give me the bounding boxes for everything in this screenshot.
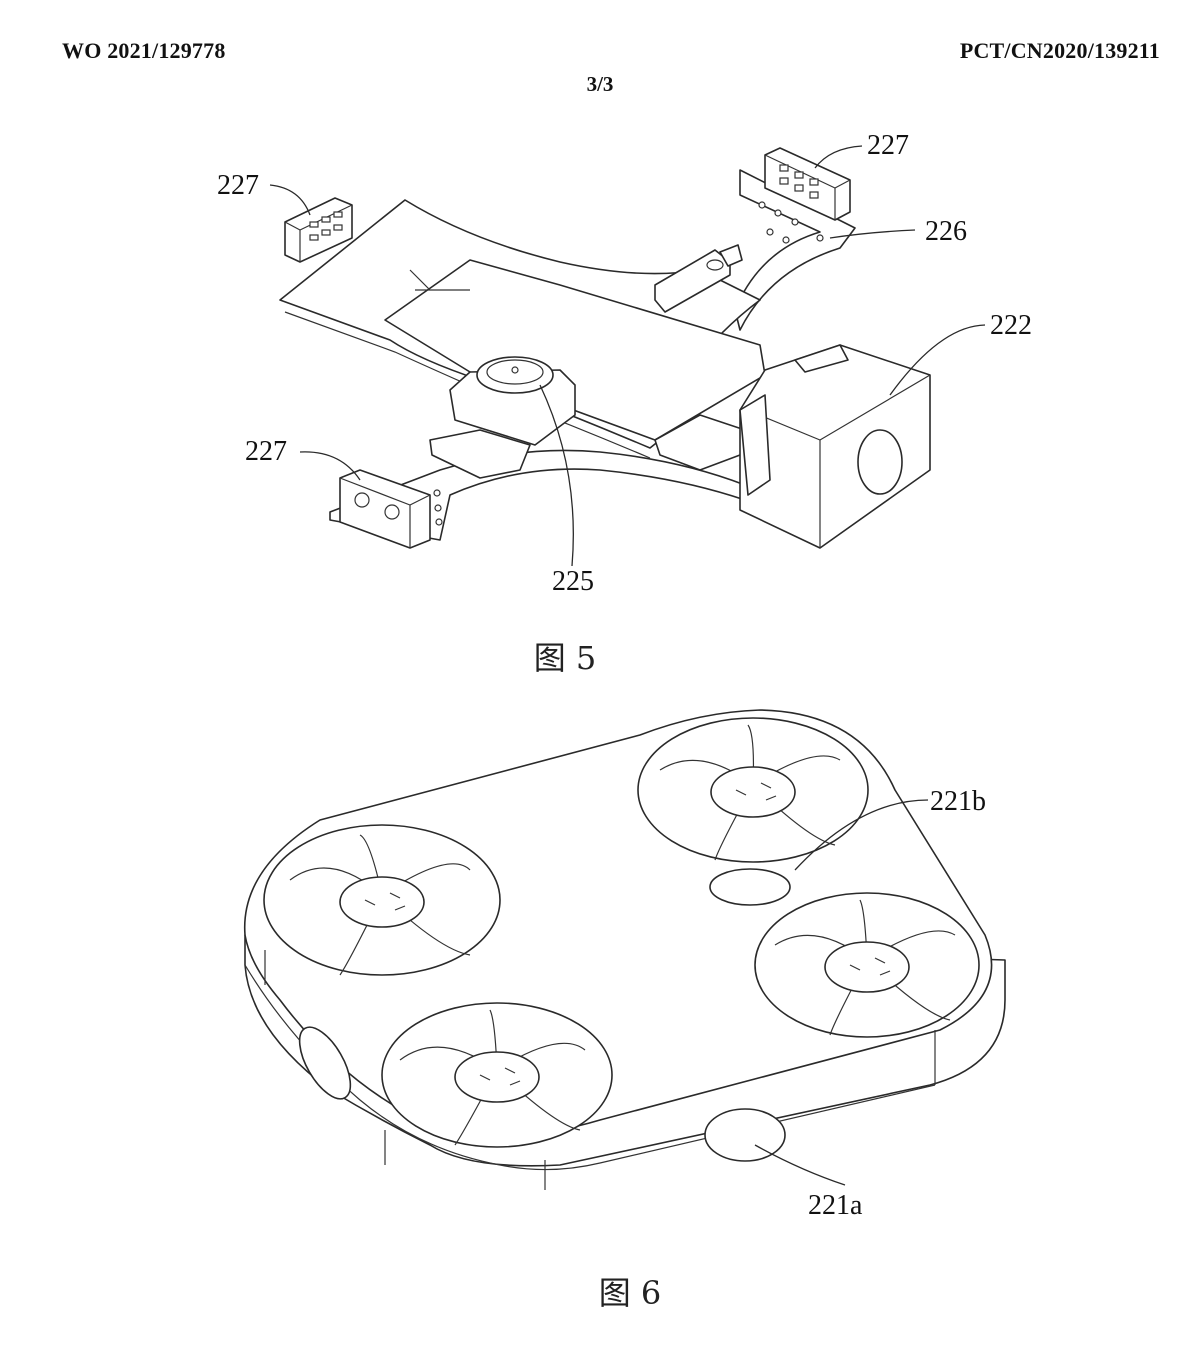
gimbal-motor-225	[429, 356, 576, 479]
side-port-left	[298, 1026, 352, 1100]
sheet-number: 3/3	[586, 72, 614, 96]
ref-225: 225	[552, 566, 594, 597]
rotor-front-right	[659, 724, 841, 861]
figure-6-caption: 图 6	[598, 1274, 662, 1312]
figure-5-caption: 图 5	[533, 639, 597, 677]
sensor-window-221b	[709, 868, 791, 906]
ref-221b: 221b	[930, 786, 986, 817]
ref-227-c: 227	[245, 436, 287, 467]
bracket-arm-226	[734, 169, 856, 331]
leader-221b	[794, 799, 929, 871]
sensor-227-top-right	[764, 147, 851, 221]
leader-225	[539, 384, 574, 567]
ref-226: 226	[925, 216, 967, 247]
camera-module-222	[739, 344, 931, 549]
ref-222: 222	[990, 310, 1032, 341]
usb-connector	[654, 244, 743, 313]
application-number: PCT/CN2020/139211	[959, 38, 1160, 63]
leader-227-a	[269, 184, 311, 216]
rotor-front-left	[289, 834, 471, 976]
publication-number: WO 2021/129778	[62, 38, 226, 63]
rotor-rear-left	[399, 1009, 586, 1146]
ref-221a: 221a	[808, 1190, 863, 1221]
leader-227-c	[299, 451, 361, 481]
leader-222	[889, 324, 986, 396]
leader-227-b	[814, 145, 863, 169]
leader-221a	[754, 1144, 846, 1186]
bottom-edge	[244, 964, 936, 1171]
sensor-227-bottom-left	[339, 469, 431, 549]
sensor-227-top-left	[284, 197, 353, 263]
leader-226	[829, 229, 916, 239]
mounting-holes	[433, 201, 824, 526]
camera-window-221a	[704, 1108, 786, 1162]
rotor-rear-right	[774, 899, 956, 1036]
block-notch	[409, 269, 470, 291]
figure-5-drawing: 227 227 227 226 222 225	[217, 130, 1032, 597]
ref-227-a: 227	[217, 170, 259, 201]
figure-6-drawing: 221b 221a	[243, 709, 1006, 1221]
ref-227-b: 227	[867, 130, 909, 161]
